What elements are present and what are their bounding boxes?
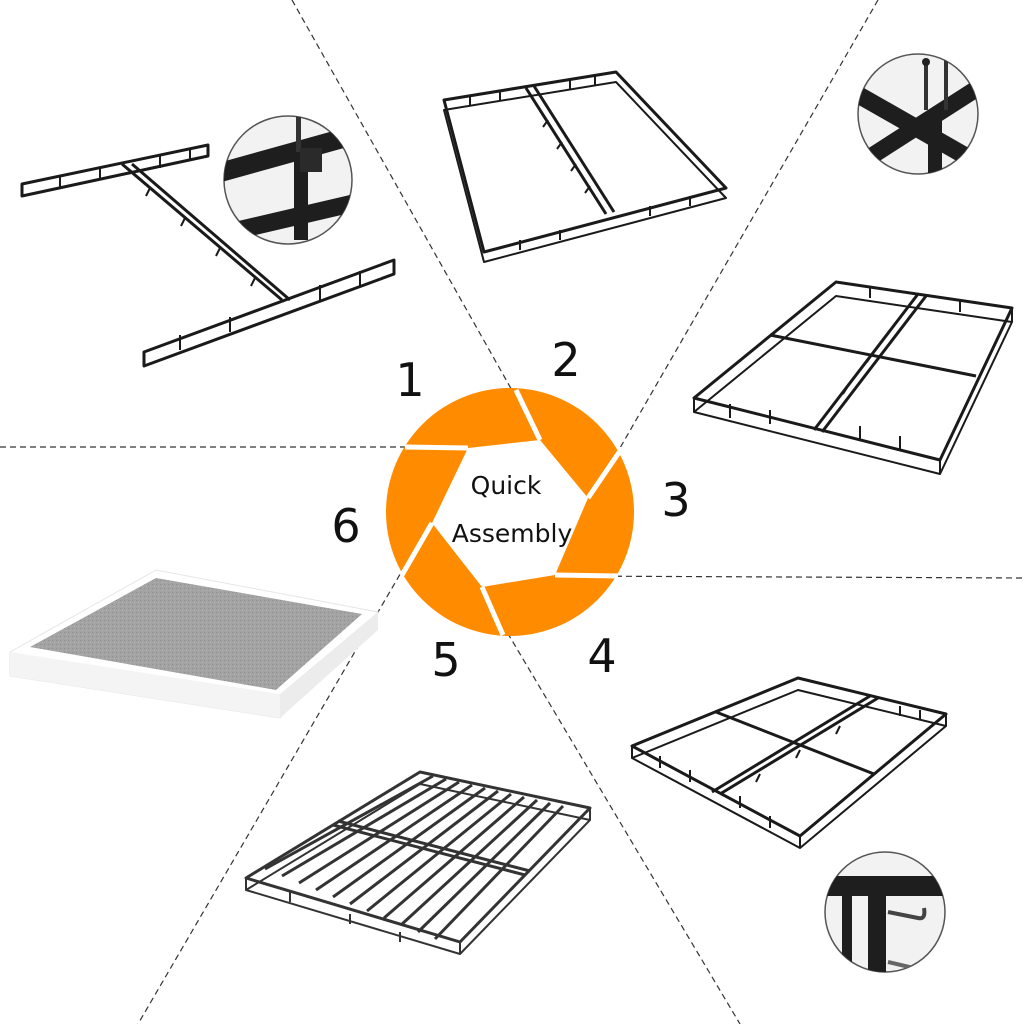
step-2-outer-frame xyxy=(442,70,728,263)
cross-joint-icon xyxy=(857,53,979,175)
divider-line-1 xyxy=(291,0,541,441)
center-label-quick: Quick xyxy=(471,471,542,500)
divider-line-2 xyxy=(589,0,879,501)
aperture-icon: Quick Assembly xyxy=(386,388,634,637)
step-4-frame-grid xyxy=(630,676,948,849)
step-3-cross-rails xyxy=(692,280,1014,475)
step-number-2: 2 xyxy=(551,333,580,387)
step-number-6: 6 xyxy=(331,499,360,553)
divider-line-6 xyxy=(481,589,741,1024)
step-5-slats xyxy=(244,770,592,955)
step-6-fabric-cover xyxy=(9,569,379,719)
bolt-clip-icon xyxy=(223,115,353,245)
step-1-support-rails xyxy=(20,143,396,368)
divider-line-4 xyxy=(555,575,1024,579)
step-number-3: 3 xyxy=(661,473,690,527)
step-number-4: 4 xyxy=(587,629,616,683)
center-label-assembly: Assembly xyxy=(452,519,573,548)
step-number-1: 1 xyxy=(395,353,424,407)
step-number-5: 5 xyxy=(431,633,460,687)
hook-clip-icon xyxy=(824,851,946,973)
